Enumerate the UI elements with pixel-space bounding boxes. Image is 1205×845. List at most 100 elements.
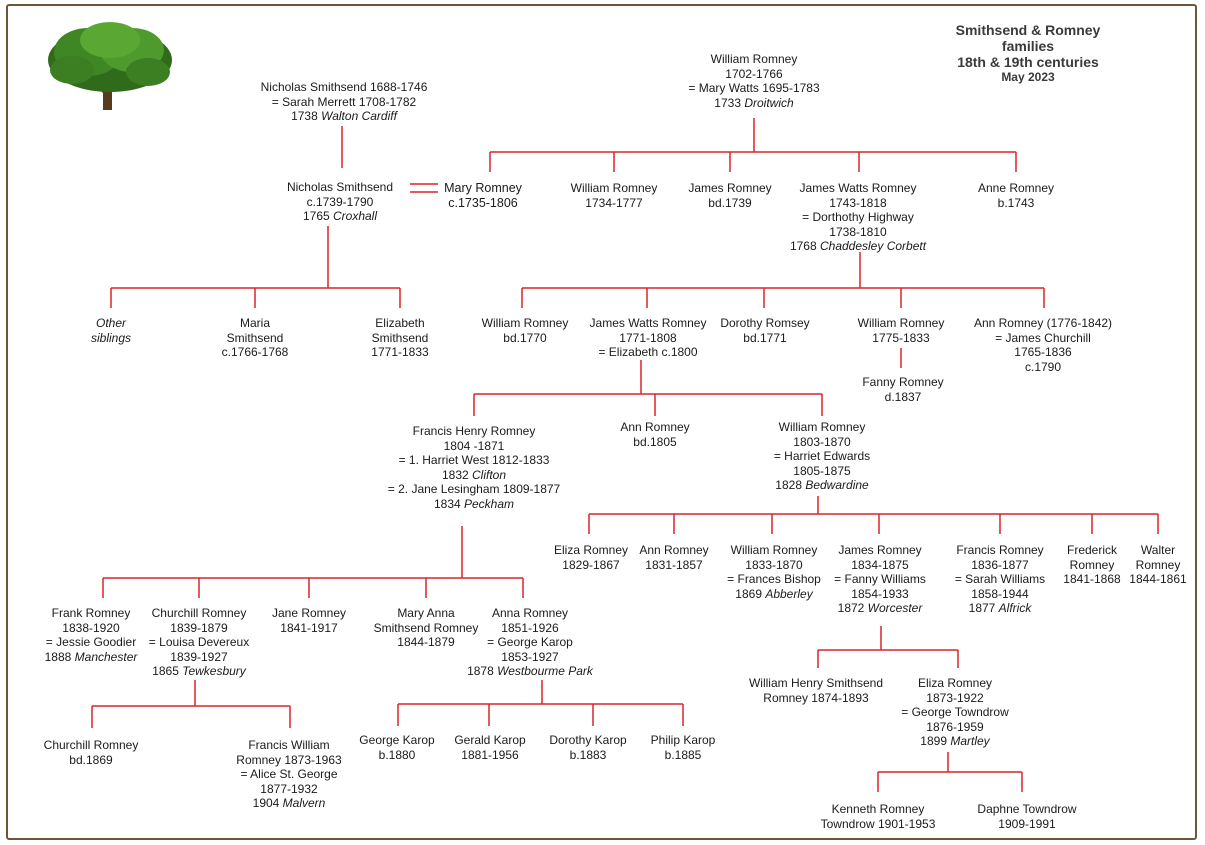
person-line: 1904 Malvern xyxy=(236,796,341,811)
person-text: William Romney xyxy=(570,181,658,195)
person-line: Ann Romney (1776-1842) xyxy=(974,316,1112,331)
person-line: 1738-1810 xyxy=(790,225,926,240)
chart-border xyxy=(6,4,1197,840)
person-text: = Frances Bishop xyxy=(727,572,821,586)
person-line: Jane Romney xyxy=(272,606,346,621)
person-line: Mary Anna xyxy=(374,606,479,621)
place-name: Walton Cardiff xyxy=(321,109,397,123)
person-line: = Fanny Williams xyxy=(834,572,926,587)
person-line: 1869 Abberley xyxy=(727,587,821,602)
person-text: = Sarah Williams xyxy=(954,572,1046,586)
person-line: 1828 Bedwardine xyxy=(774,478,870,493)
person-text: 1888 xyxy=(44,649,75,664)
person-text: 1881-1956 xyxy=(461,747,519,762)
person-line: Eliza Romney xyxy=(901,676,1009,691)
person-line: 1775-1833 xyxy=(858,331,945,346)
person-line: Romney xyxy=(1063,558,1120,573)
person-text: 1771-1833 xyxy=(371,345,429,359)
person-text: Romney 1873-1963 xyxy=(236,752,342,767)
person-text: Eliza Romney xyxy=(917,676,993,690)
person-text: Dorothy Romsey xyxy=(720,316,810,330)
person-line: Ann Romney xyxy=(620,420,689,435)
person-text: 1738 xyxy=(291,109,322,123)
person-line: = Frances Bishop xyxy=(727,572,821,587)
person-line: 1832 Clifton xyxy=(388,468,560,483)
person-text: b.1885 xyxy=(664,747,702,762)
person-text: Philip Karop xyxy=(650,733,716,747)
person-text: = Fanny Williams xyxy=(834,572,926,586)
person-line: Towndrow 1901-1953 xyxy=(821,817,936,832)
person-line: b.1880 xyxy=(359,748,434,763)
person-line: James Romney xyxy=(834,543,926,558)
person-text: 1834 xyxy=(433,496,464,511)
person-line: Gerald Karop xyxy=(454,733,525,748)
person-line: 1888 Manchester xyxy=(45,650,138,665)
person-text: 1839-1927 xyxy=(170,649,228,664)
person-line: Churchill Romney xyxy=(44,738,139,753)
person-line: c.1735-1806 xyxy=(444,196,522,211)
person-text: 1834-1875 xyxy=(851,557,909,572)
person-text: William Romney xyxy=(778,420,866,434)
person-text: 1836-1877 xyxy=(971,557,1029,572)
person-line: William Romney xyxy=(774,420,870,435)
person-text: William Romney xyxy=(710,52,798,66)
person-text: Romney xyxy=(1069,557,1115,572)
person-text: Romney 1874-1893 xyxy=(763,690,869,705)
person-line: 1872 Worcester xyxy=(834,601,926,616)
person-line: = Louisa Devereux xyxy=(149,635,249,650)
person-text: b.1743 xyxy=(997,195,1035,210)
person-text: = James Churchill xyxy=(995,330,1091,345)
person-text: James Romney xyxy=(688,181,772,195)
person-text: bd.1771 xyxy=(743,330,787,345)
place-name: Martley xyxy=(950,734,990,748)
person-text: c.1766-1768 xyxy=(221,345,289,359)
person-text: Walter xyxy=(1140,543,1176,557)
person-line: 1851-1926 xyxy=(467,621,593,636)
person-line: 1839-1927 xyxy=(149,650,249,665)
person-line: Mary Romney xyxy=(444,181,522,196)
person-text: 1858-1944 xyxy=(971,586,1029,601)
person-text: Churchill Romney xyxy=(151,606,247,620)
person-line: c.1739-1790 xyxy=(287,195,393,210)
person-line: Churchill Romney xyxy=(149,606,249,621)
person-line: 1836-1877 xyxy=(955,558,1045,573)
person-text: William Romney xyxy=(857,316,945,330)
person-text: William Henry Smithsend xyxy=(748,676,884,690)
person-text: 1805-1875 xyxy=(793,463,851,478)
person-line: = 2. Jane Lesingham 1809-1877 xyxy=(388,482,560,497)
person-line: Dorothy Romsey xyxy=(720,316,809,331)
person-line: 1877-1932 xyxy=(236,782,341,797)
person-text: 1833-1870 xyxy=(745,557,803,572)
person-text: Maria xyxy=(239,316,271,330)
chart-title: Smithsend & Romney families 18th & 19th … xyxy=(940,22,1117,84)
person-text: Francis Romney xyxy=(956,543,1044,557)
person-text: 1829-1867 xyxy=(562,557,620,572)
person-text: 1873-1922 xyxy=(926,690,984,705)
person-text: Kenneth Romney xyxy=(831,802,925,816)
person-line: = George Towndrow xyxy=(901,705,1009,720)
person-text: = George Karop xyxy=(487,635,573,649)
person-line: William Romney xyxy=(858,316,945,331)
person-line: 1831-1857 xyxy=(639,558,708,573)
person-line: 1909-1991 xyxy=(977,817,1076,832)
person-nicholas-smithsend-1688: Nicholas Smithsend 1688-1746= Sarah Merr… xyxy=(261,80,428,124)
person-text: Dorothy Karop xyxy=(549,733,627,747)
person-text: Fanny Romney xyxy=(862,375,944,389)
person-text: Daphne Towndrow xyxy=(977,802,1077,816)
title-line-2: 18th & 19th centuries xyxy=(957,54,1099,70)
person-text: Nicholas Smithsend xyxy=(286,180,394,194)
